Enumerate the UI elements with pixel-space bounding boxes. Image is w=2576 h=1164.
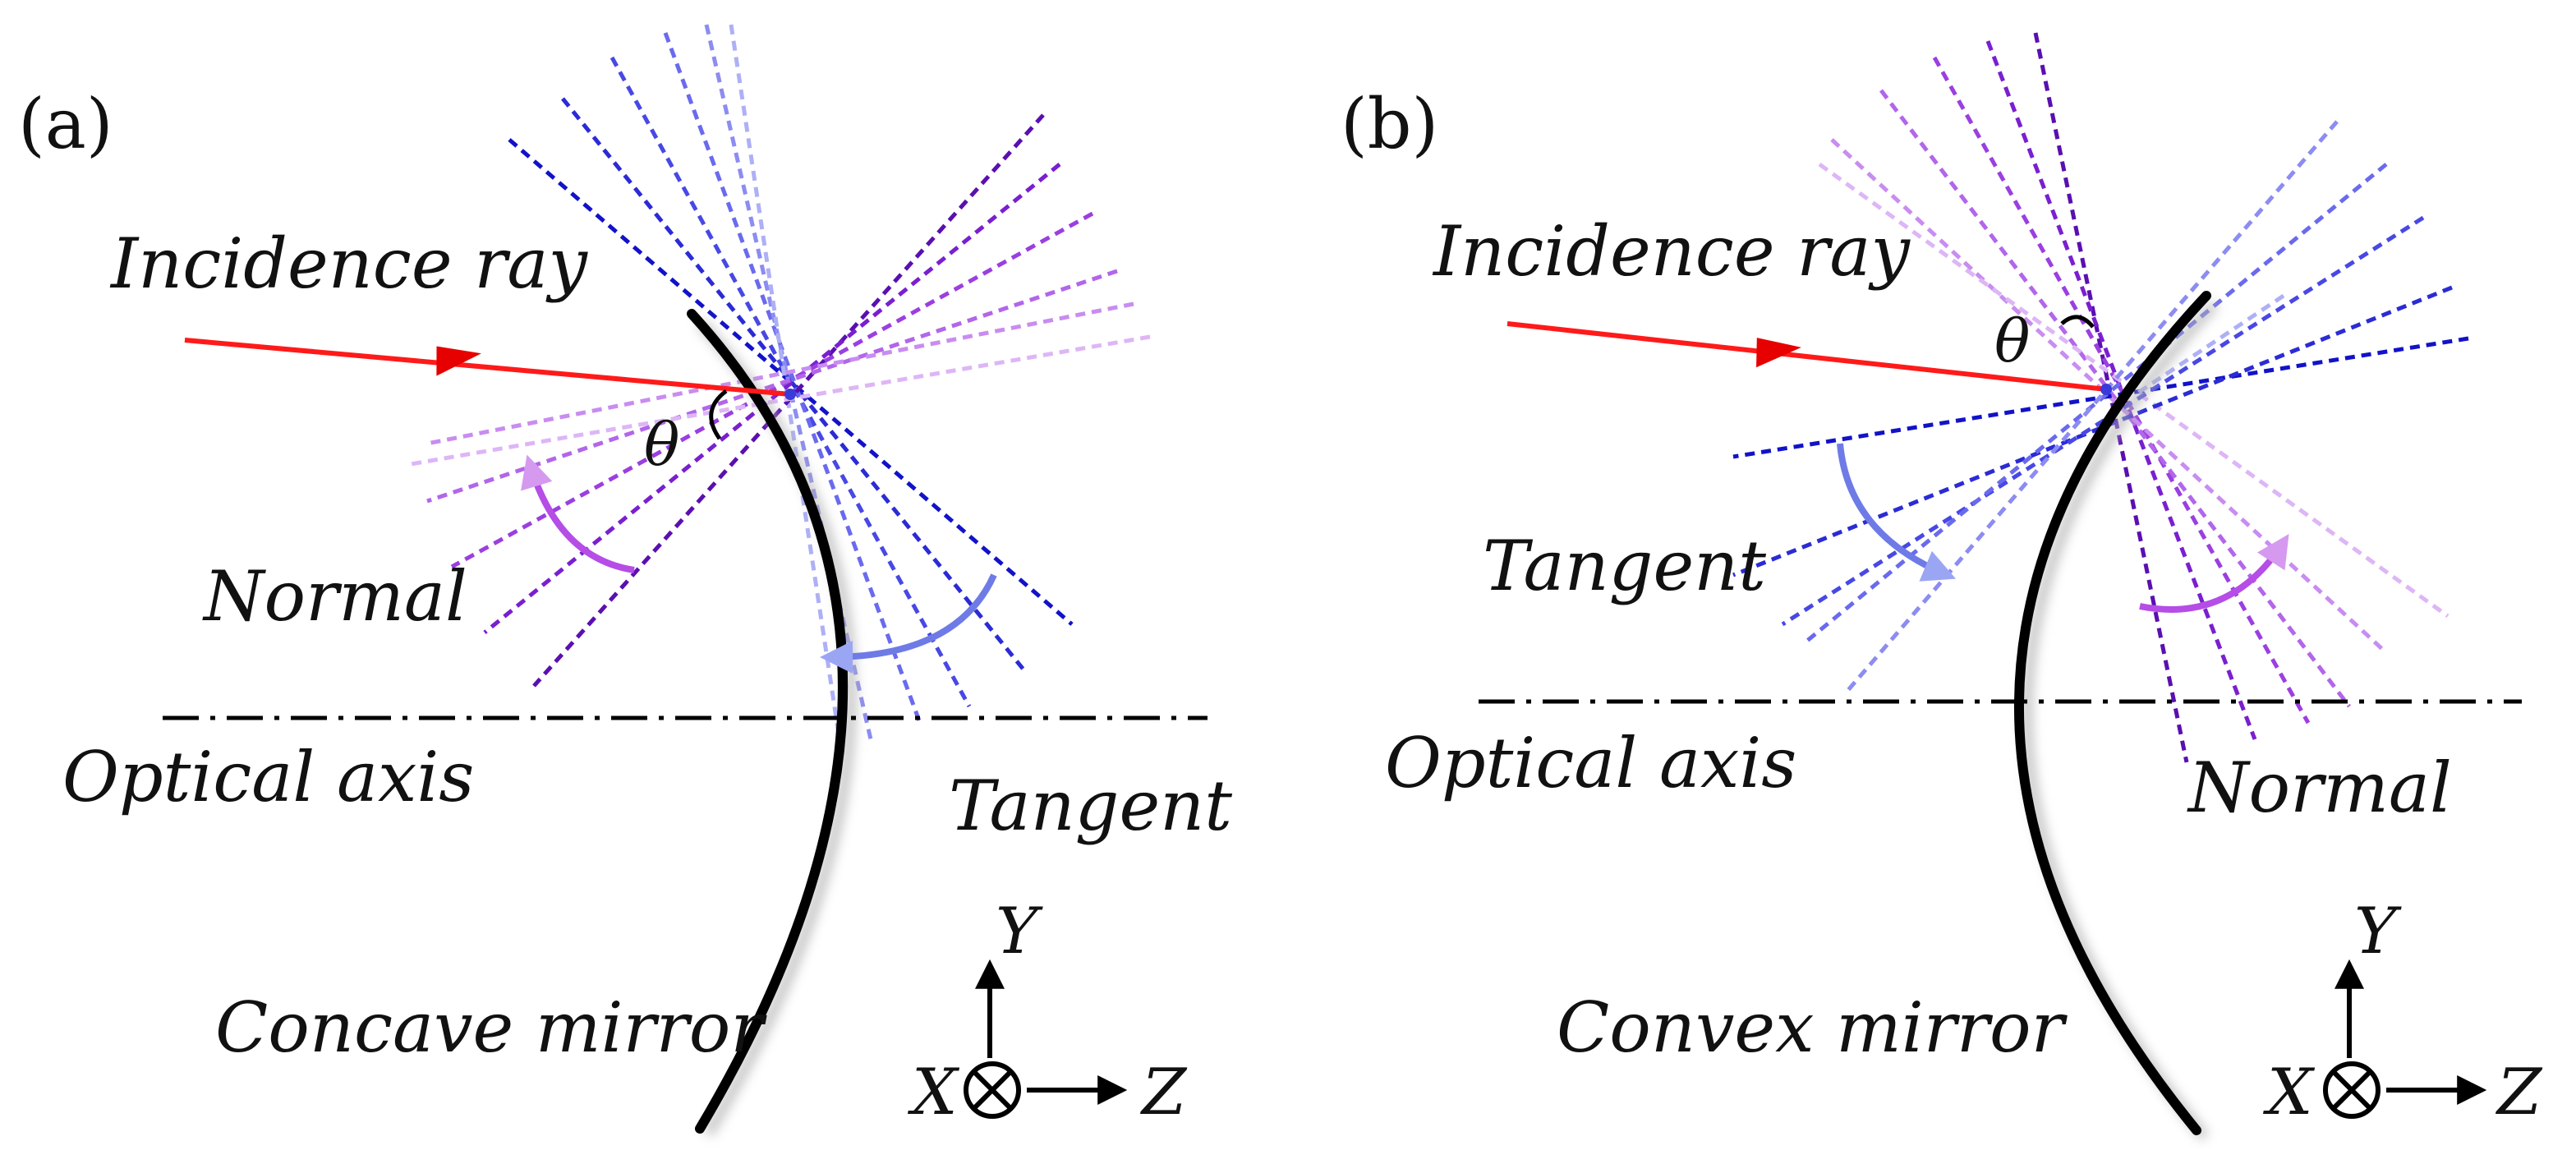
normal-line	[1879, 89, 2351, 708]
mirror-label-b: Convex mirror	[1557, 987, 2068, 1068]
tangent-line	[2134, 293, 2285, 397]
normal-line	[450, 211, 1094, 569]
tangent-label-b: Tangent	[1483, 526, 1766, 606]
normal-line	[483, 163, 1061, 634]
angle-theta-b: θ	[1994, 306, 2030, 375]
normal-line	[2033, 32, 2189, 763]
normal-label-a: Normal	[202, 556, 467, 637]
normal-line	[426, 269, 1118, 504]
coord-y-label-b: Y	[2354, 895, 2402, 968]
normal-line	[410, 334, 1151, 467]
normal-fan-a	[410, 113, 1151, 688]
incidence-ray-label-b: Incidence ray	[1432, 211, 1911, 292]
optical-axis-label-b: Optical axis	[1385, 723, 1796, 803]
normal-line	[426, 301, 1134, 446]
tangent-line	[561, 97, 1028, 675]
coord-y-label-a: Y	[996, 895, 1043, 968]
coord-z-label-b: Z	[2495, 1056, 2543, 1129]
tangent-rotation-arrow-b	[1837, 443, 1957, 582]
coordinate-system-a: X Y Z	[907, 895, 1188, 1129]
tangent-line	[1732, 285, 2453, 577]
panel-b: (b) θ	[1341, 32, 2543, 1140]
incidence-point	[2100, 384, 2112, 395]
angle-arc-a	[709, 389, 728, 440]
tangent-line	[508, 138, 1074, 626]
tangent-line	[1847, 120, 2339, 692]
coord-x-label-a: X	[907, 1056, 960, 1129]
coordinate-system-b: X Y Z	[2262, 895, 2543, 1129]
incidence-ray-a	[184, 338, 796, 400]
normal-line	[1985, 40, 2257, 740]
panel-label-a: (a)	[18, 84, 113, 164]
normal-rotation-arrow-a	[521, 454, 635, 573]
panel-a: (a) θ	[18, 24, 1232, 1137]
ray-direction-arrow	[436, 346, 481, 376]
tangent-line	[1732, 336, 2469, 459]
coord-x-label-b: X	[2262, 1056, 2316, 1129]
tangent-fan-b	[1732, 120, 2469, 692]
angle-theta-a: θ	[644, 410, 679, 479]
mirror-label-a: Concave mirror	[215, 987, 767, 1068]
incidence-ray-label-a: Incidence ray	[109, 223, 588, 304]
panel-label-b: (b)	[1341, 84, 1438, 164]
optical-axis-label-a: Optical axis	[62, 737, 474, 817]
concave-mirror	[687, 309, 848, 1134]
normal-line	[1830, 138, 2384, 651]
coord-z-label-a: Z	[1139, 1056, 1188, 1129]
normal-line	[1932, 56, 2311, 725]
incidence-ray-b	[1506, 321, 2112, 395]
normal-label-b: Normal	[2187, 748, 2452, 828]
ray-direction-arrow	[1756, 338, 1801, 368]
angle-arc-b	[2060, 315, 2095, 329]
tangent-label-a: Tangent	[949, 766, 1232, 846]
tangent-line	[663, 32, 922, 724]
normal-rotation-arrow-b	[2139, 533, 2289, 613]
tangent-rotation-arrow-a	[820, 573, 997, 674]
incidence-point	[784, 389, 796, 400]
tangent-line	[1806, 163, 2388, 642]
